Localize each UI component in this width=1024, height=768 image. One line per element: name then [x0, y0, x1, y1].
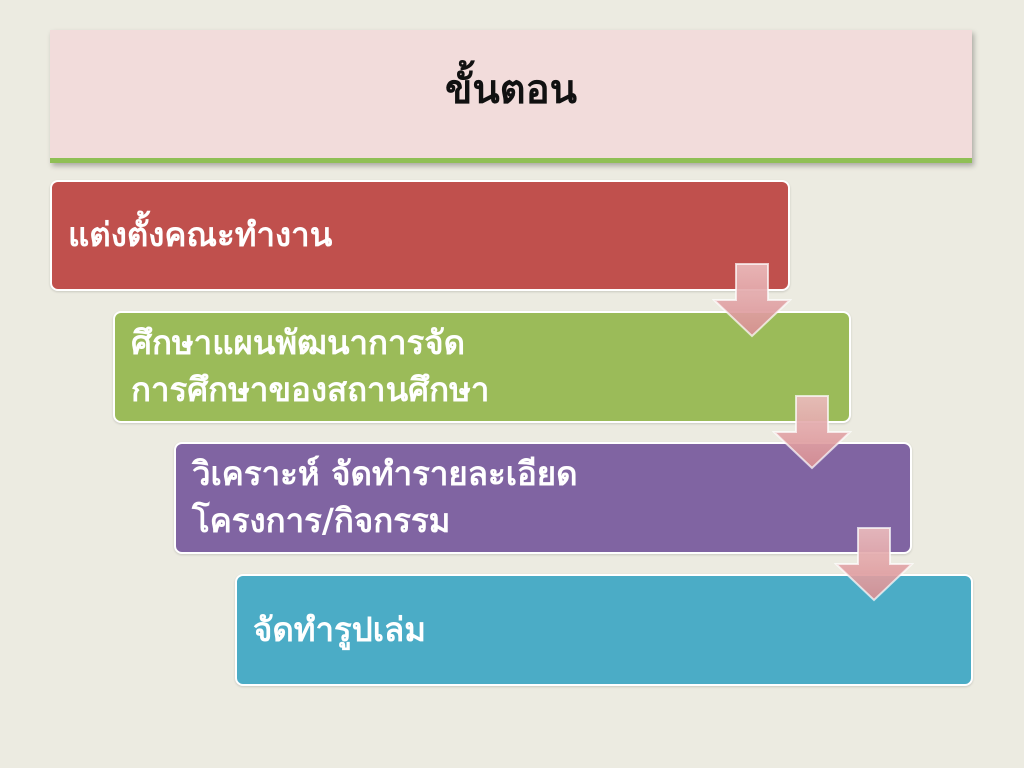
step-3-text: วิเคราะห์ จัดทำรายละเอียด โครงการ/กิจกรร… — [192, 451, 578, 545]
step-3-line-1: วิเคราะห์ จัดทำรายละเอียด — [192, 454, 578, 494]
step-2-text: ศึกษาแผนพัฒนาการจัด การศึกษาของสถานศึกษา — [131, 320, 489, 414]
step-4-box: จัดทำรูปเล่ม — [235, 574, 973, 686]
page-title: ขั้นตอน — [444, 66, 578, 113]
step-4-line-1: จัดทำรูปเล่ม — [253, 609, 426, 649]
step-2-line-1: ศึกษาแผนพัฒนาการจัด — [131, 323, 466, 363]
title-banner: ขั้นตอน — [50, 30, 972, 163]
arrow-down-icon — [834, 527, 914, 602]
step-1-box: แต่งตั้งคณะทำงาน — [50, 180, 790, 291]
step-3-line-2: โครงการ/กิจกรรม — [192, 501, 451, 540]
arrow-down-icon — [772, 395, 852, 470]
step-3-box: วิเคราะห์ จัดทำรายละเอียด โครงการ/กิจกรร… — [174, 442, 912, 554]
arrow-down-icon — [712, 263, 792, 338]
step-1-line-1: แต่งตั้งคณะทำงาน — [68, 215, 333, 255]
step-1-text: แต่งตั้งคณะทำงาน — [68, 212, 332, 259]
step-2-line-2: การศึกษาของสถานศึกษา — [131, 370, 490, 409]
step-2-box: ศึกษาแผนพัฒนาการจัด การศึกษาของสถานศึกษา — [113, 311, 851, 423]
step-4-text: จัดทำรูปเล่ม — [253, 607, 426, 654]
